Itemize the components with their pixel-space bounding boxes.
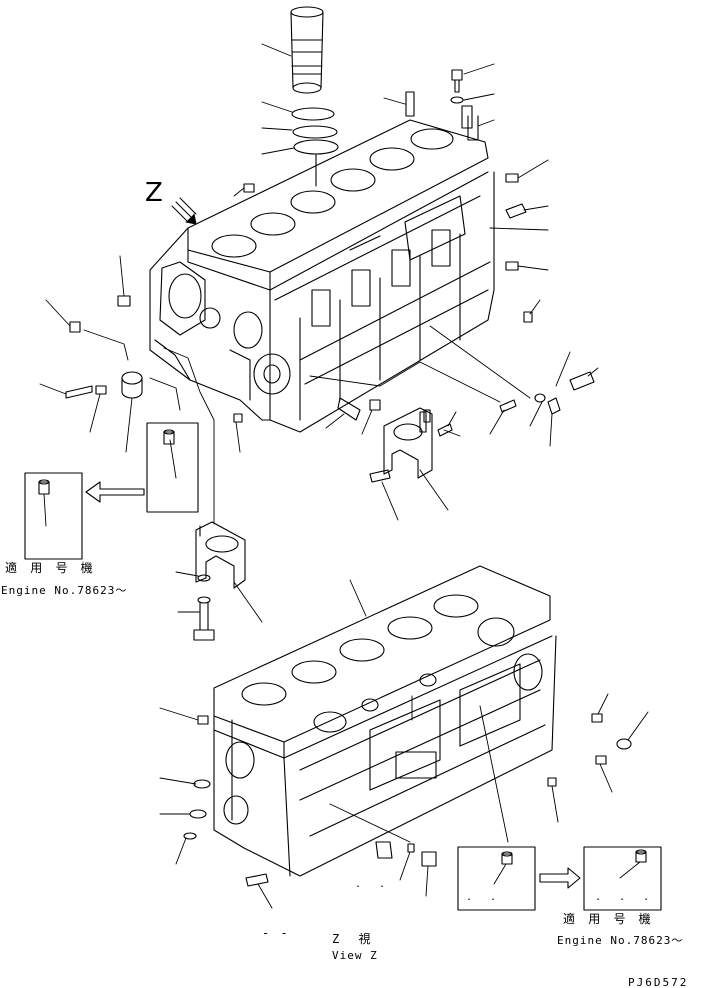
- dot-mark-a: . .: [355, 879, 392, 890]
- main-bearing-cap-right: [369, 407, 433, 483]
- detail-box-lower-2: [583, 846, 662, 911]
- hollow-arrow-left: [85, 481, 145, 503]
- small-parts-upper: [65, 69, 595, 423]
- main-bearing-bolt: [193, 574, 215, 641]
- dot-mark-b: . .: [466, 892, 503, 903]
- hollow-arrow-right: [539, 867, 581, 889]
- detail-plug-icon-lower2: [635, 849, 647, 863]
- detail-plug-icon-left: [163, 429, 175, 445]
- detail-box-left-small: [146, 422, 199, 513]
- view-z-caption-en: View Z: [332, 949, 378, 962]
- detail-box-left-large: [24, 472, 83, 560]
- upper-cylinder-block: [121, 6, 495, 433]
- upper-block-front: [149, 227, 291, 421]
- dash-mark: - -: [262, 926, 290, 940]
- view-z-arrow: [171, 197, 197, 225]
- serial-note-right-jp: 適 用 号 機: [563, 912, 654, 926]
- main-bearing-cap-left: [195, 521, 246, 589]
- o-ring-2: [292, 125, 338, 139]
- detail-plug-icon-left2: [38, 479, 50, 495]
- o-ring-3: [293, 139, 339, 155]
- bolt-top: [451, 69, 463, 93]
- leader-lines: [39, 43, 649, 909]
- detail-plug-icon-lower1: [501, 851, 513, 865]
- upper-block-deck: [187, 119, 489, 291]
- detail-box-lower-1: [457, 846, 536, 911]
- cylinder-bores: [211, 128, 454, 258]
- view-z-letter: Z: [145, 178, 163, 208]
- serial-note-left-jp: 適 用 号 機: [5, 561, 96, 575]
- lower-cylinder-block: [213, 565, 557, 877]
- serial-note-right-en: Engine No.78623～: [557, 934, 684, 947]
- expansion-plug: [121, 371, 143, 399]
- upper-block-side: [269, 171, 495, 433]
- dot-mark-c: . . .: [595, 892, 656, 903]
- lower-cylinder-bores: [241, 594, 543, 706]
- view-z-caption-jp: Z 視: [332, 932, 377, 946]
- serial-note-left-en: Engine No.78623～: [1, 584, 128, 597]
- drawing-code: PJ6D572: [628, 976, 689, 988]
- o-ring-1: [291, 107, 335, 121]
- cylinder-liner: [290, 6, 324, 94]
- dowel-pins: [423, 399, 517, 437]
